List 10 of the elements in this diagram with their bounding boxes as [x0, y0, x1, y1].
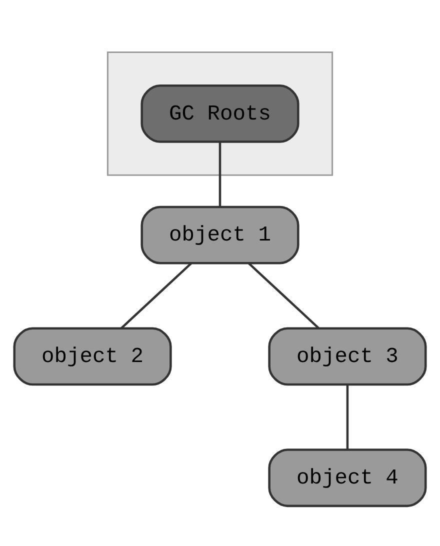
node-box: object 4 — [268, 448, 427, 508]
cluster — [106, 51, 334, 176]
connector — [218, 142, 222, 207]
connector — [248, 262, 320, 330]
connector — [346, 384, 349, 450]
node-box: object 1 — [140, 206, 300, 264]
node-box: GC Roots — [140, 84, 300, 143]
node-box: object 3 — [268, 327, 427, 386]
connector — [120, 262, 192, 330]
node-box: object 2 — [13, 327, 172, 386]
